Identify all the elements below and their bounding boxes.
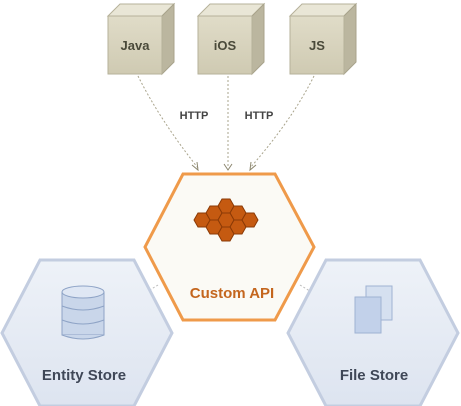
js-label: JS: [309, 38, 325, 53]
js-to-api-arrow: [249, 75, 315, 169]
arrow-heads: [191, 161, 257, 172]
java-label: Java: [121, 38, 151, 53]
custom-api-node: Custom API: [143, 172, 316, 322]
http-arrows: [137, 75, 315, 169]
js-client-box: JS: [288, 2, 358, 76]
ios-label: iOS: [214, 38, 237, 53]
file-store-label: File Store: [340, 367, 408, 384]
entity-store-label: Entity Store: [42, 367, 126, 384]
file-store-node: File Store: [286, 258, 460, 406]
java-to-api-arrow: [137, 75, 199, 169]
ios-client-box: iOS: [196, 2, 266, 76]
honeycomb-icon: [193, 198, 259, 242]
database-icon: [61, 285, 105, 340]
custom-api-label: Custom API: [190, 285, 274, 302]
entity-store-node: Entity Store: [0, 258, 174, 406]
files-icon: [354, 285, 393, 334]
http-label-right: HTTP: [245, 110, 274, 122]
java-client-box: Java: [106, 2, 176, 76]
http-label-left: HTTP: [180, 110, 209, 122]
